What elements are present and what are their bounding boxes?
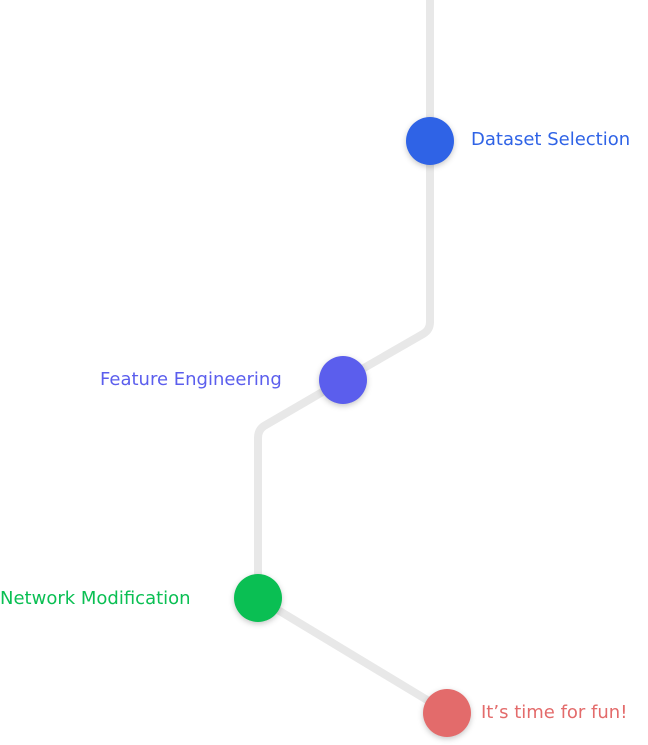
connector-path — [254, 0, 451, 716]
step-label-network-modification: Network Modification — [0, 588, 191, 609]
step-node-network-modification[interactable] — [234, 574, 282, 622]
step-node-dataset-selection[interactable] — [406, 117, 454, 165]
step-node-time-for-fun[interactable] — [423, 689, 471, 737]
step-node-feature-engineering[interactable] — [319, 356, 367, 404]
step-label-feature-engineering: Feature Engineering — [100, 369, 282, 390]
step-label-time-for-fun: It’s time for fun! — [481, 702, 628, 723]
step-label-dataset-selection: Dataset Selection — [471, 129, 631, 150]
